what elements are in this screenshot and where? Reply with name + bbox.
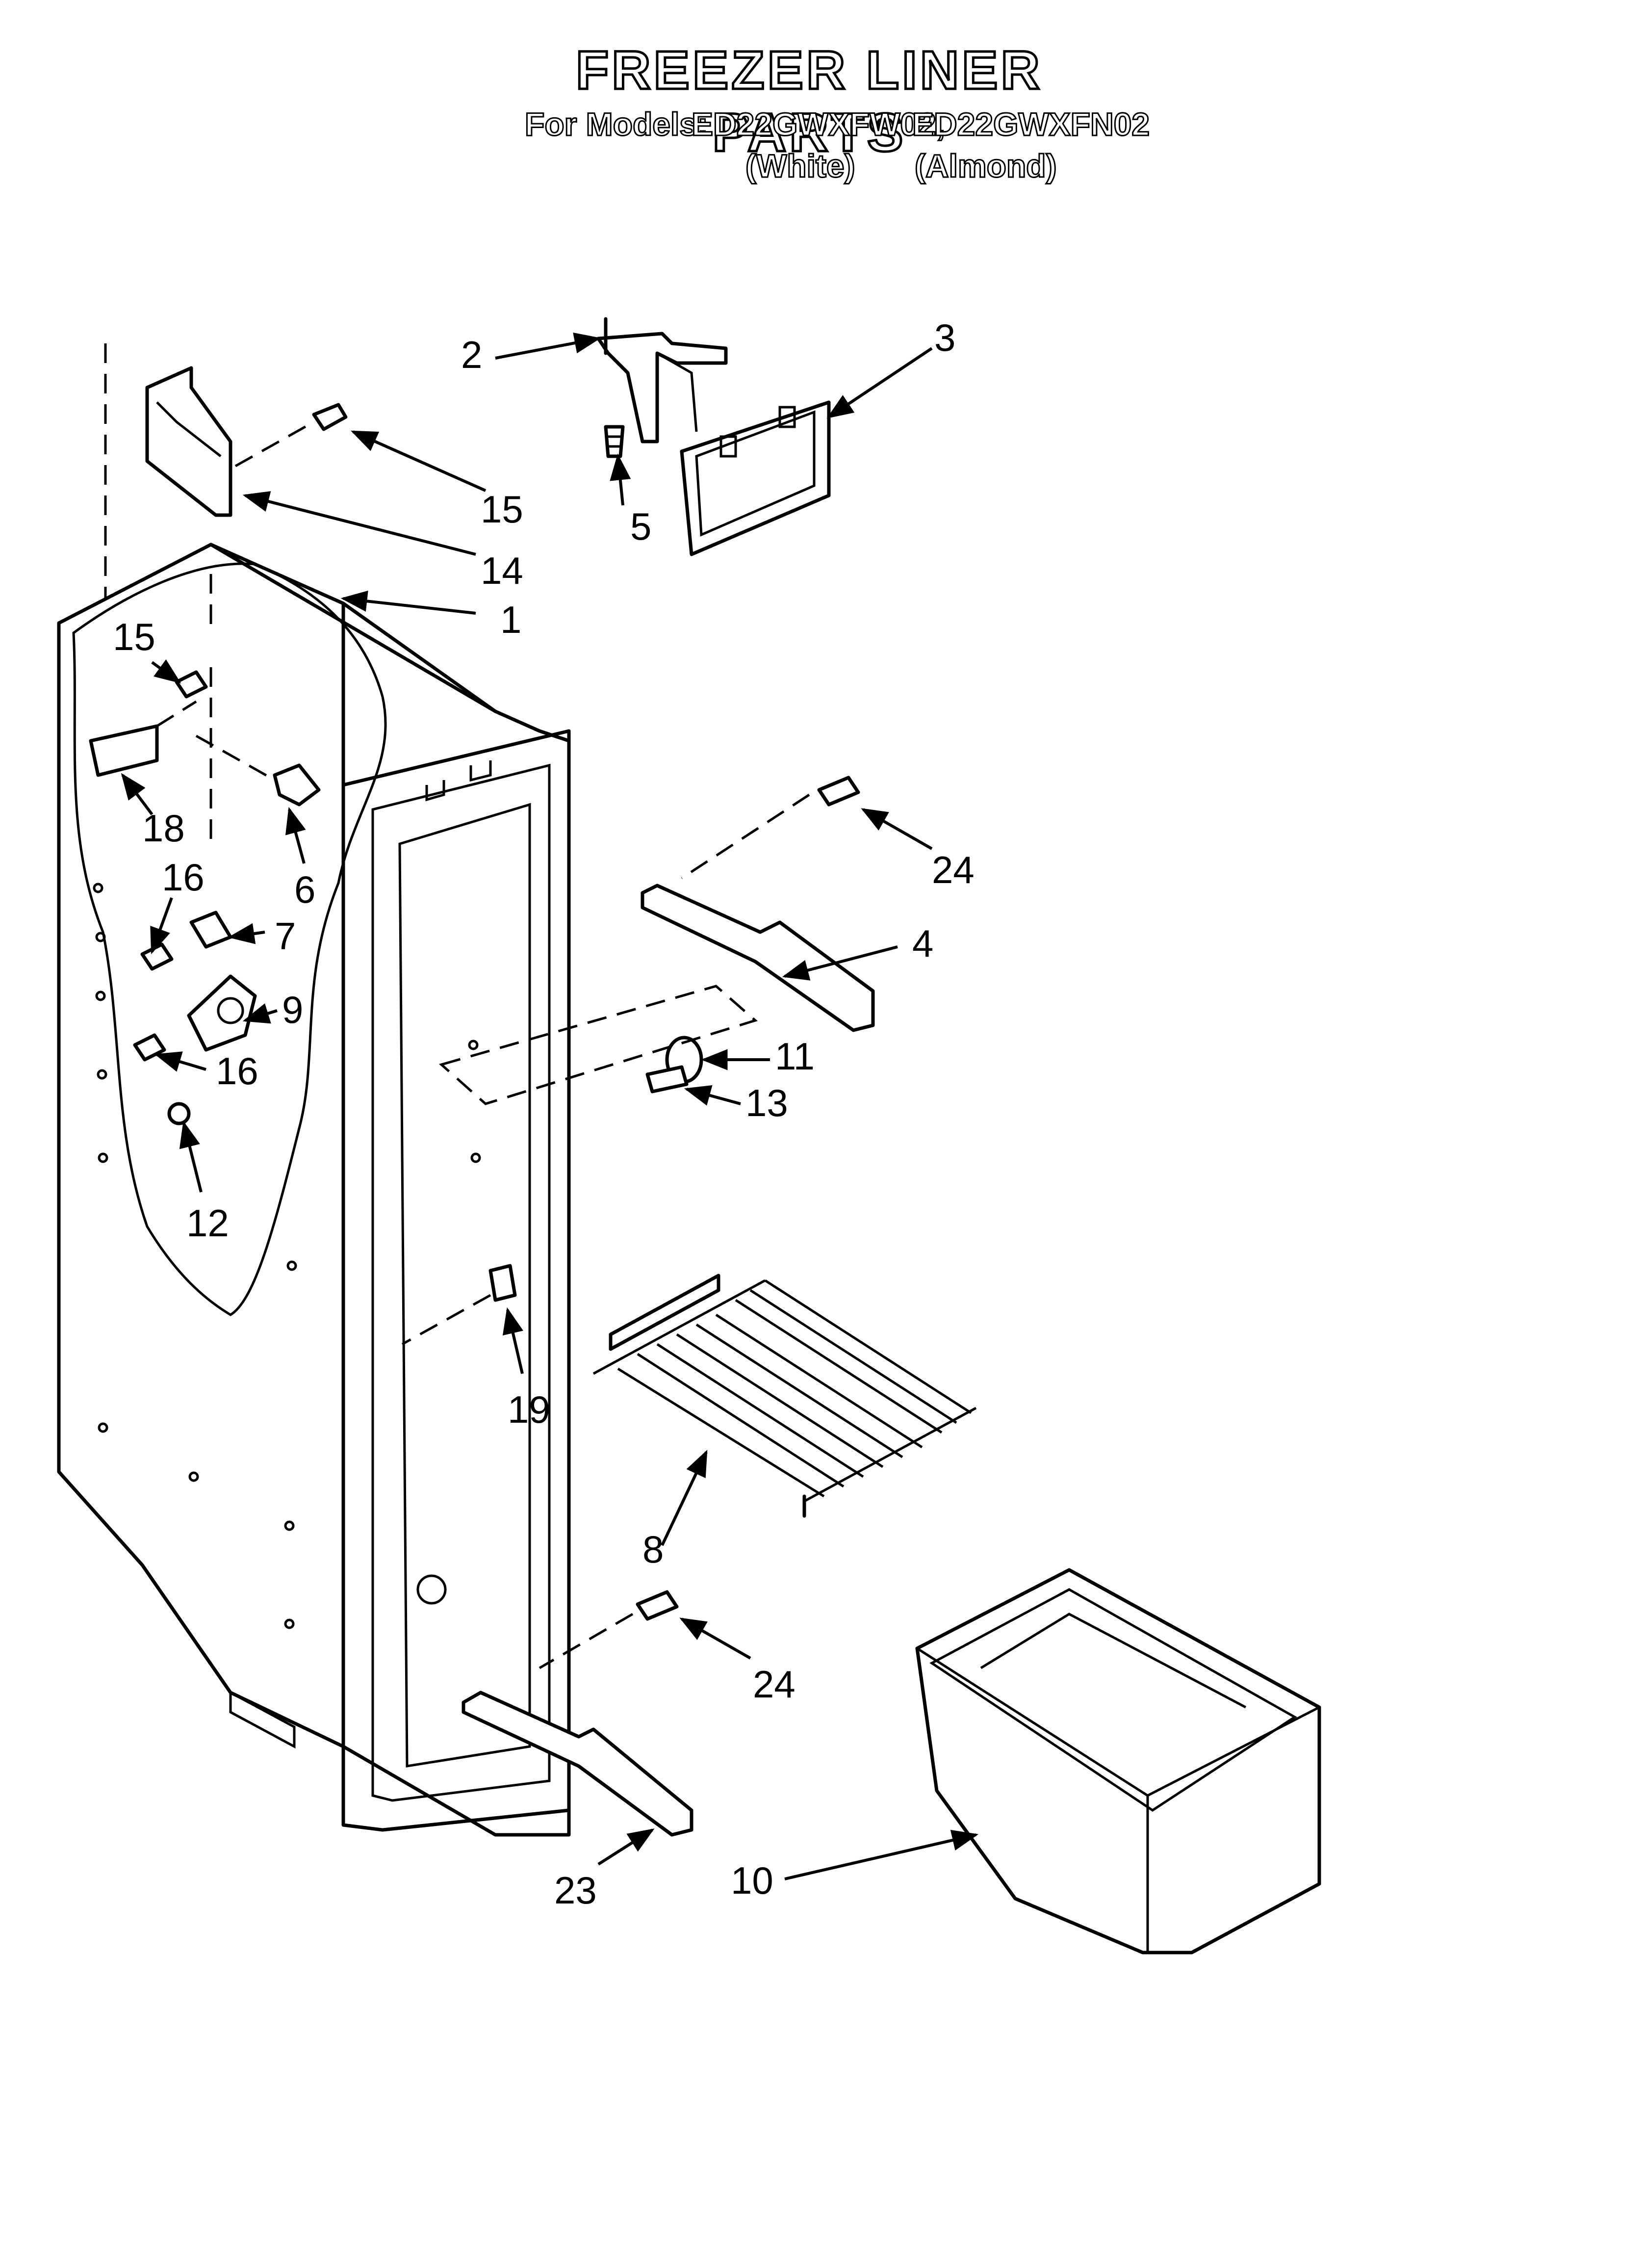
callout-1: 1 bbox=[500, 598, 521, 641]
callout-5: 5 bbox=[630, 505, 651, 548]
part-18-block bbox=[89, 700, 197, 777]
diagram-header: FREEZER LINER PARTS For Models: ED22GWXF… bbox=[0, 0, 1642, 196]
callout-19: 19 bbox=[508, 1388, 550, 1431]
part-14-bracket bbox=[145, 366, 315, 517]
part-15-screw-side bbox=[175, 670, 208, 699]
callout-15-side: 15 bbox=[113, 615, 155, 658]
part-13-screw bbox=[645, 1065, 689, 1094]
callout-2: 2 bbox=[461, 333, 482, 376]
callout-6: 6 bbox=[294, 868, 315, 911]
callout-16-lower: 16 bbox=[216, 1049, 258, 1093]
part-12-pin bbox=[167, 1102, 191, 1125]
callout-18: 18 bbox=[142, 807, 185, 850]
callout-12: 12 bbox=[186, 1201, 229, 1245]
models-label: For Models: bbox=[524, 105, 709, 143]
callout-13: 13 bbox=[745, 1081, 788, 1124]
part-24-screw-upper bbox=[681, 776, 860, 880]
callout-16-upper: 16 bbox=[162, 856, 205, 899]
freezer-liner bbox=[57, 343, 571, 1837]
diagram-title: FREEZER LINER PARTS bbox=[575, 39, 1043, 164]
callout-23: 23 bbox=[554, 1869, 597, 1912]
part-5-screw bbox=[604, 425, 625, 458]
part-6-clip bbox=[195, 734, 321, 807]
callout-labels: 1 2 3 4 5 6 7 8 9 10 11 12 13 14 15 15 1… bbox=[113, 316, 975, 1912]
callout-14: 14 bbox=[481, 549, 523, 592]
callout-3: 3 bbox=[934, 316, 955, 359]
part-10-ice-bin bbox=[915, 1568, 1321, 1955]
callout-7: 7 bbox=[275, 914, 296, 958]
part-19-clip bbox=[401, 1264, 517, 1346]
callout-24-lower: 24 bbox=[753, 1663, 795, 1706]
callout-4: 4 bbox=[912, 922, 933, 965]
callout-9: 9 bbox=[282, 988, 303, 1031]
color-white: (White) bbox=[745, 147, 856, 185]
callout-10: 10 bbox=[731, 1859, 773, 1902]
part-7-control bbox=[189, 911, 232, 949]
model-number-almond: ED22GWXFN02 bbox=[911, 105, 1150, 143]
part-3-shield bbox=[680, 400, 831, 556]
part-23-rail bbox=[462, 1691, 693, 1837]
part-9-housing bbox=[187, 974, 257, 1052]
color-almond: (Almond) bbox=[914, 147, 1058, 185]
callout-8: 8 bbox=[642, 1528, 664, 1571]
part-24-screw-lower bbox=[539, 1590, 679, 1669]
callout-arrows bbox=[121, 332, 979, 1880]
part-15-screw-top bbox=[312, 403, 348, 431]
part-16-screw-upper bbox=[140, 942, 174, 971]
part-8-wire-shelf bbox=[592, 1274, 977, 1518]
callout-24-upper: 24 bbox=[932, 848, 975, 891]
part-4-rail bbox=[641, 884, 875, 1032]
callout-11: 11 bbox=[775, 1035, 815, 1078]
part-2-bracket bbox=[596, 317, 728, 443]
model-number-white: ED22GWXFW02, bbox=[691, 105, 946, 143]
callout-15-top: 15 bbox=[481, 488, 523, 531]
